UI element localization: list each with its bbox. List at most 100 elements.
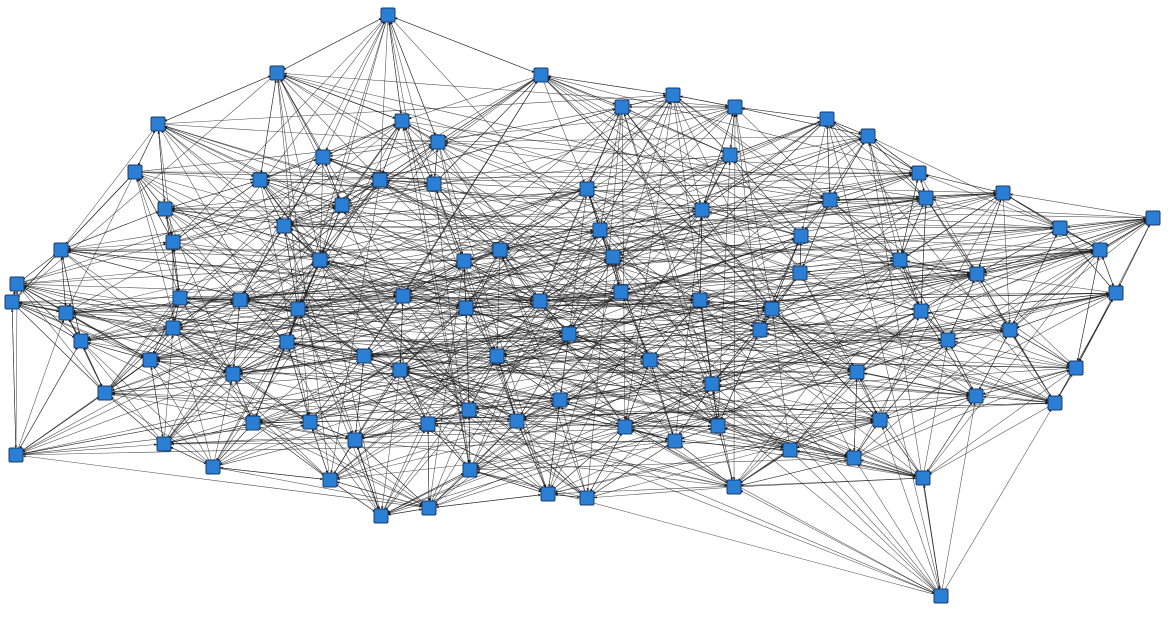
network-node[interactable]	[782, 442, 798, 458]
network-node[interactable]	[692, 292, 708, 308]
network-node[interactable]	[860, 128, 876, 144]
network-node[interactable]	[492, 242, 508, 258]
network-node[interactable]	[592, 222, 608, 238]
network-node[interactable]	[613, 284, 629, 300]
network-node[interactable]	[704, 376, 720, 392]
network-node[interactable]	[245, 415, 261, 431]
network-node[interactable]	[461, 402, 477, 418]
network-node[interactable]	[968, 388, 984, 404]
network-node[interactable]	[918, 190, 934, 206]
network-node[interactable]	[533, 67, 549, 83]
network-node[interactable]	[552, 392, 568, 408]
network-node[interactable]	[458, 300, 474, 316]
network-node[interactable]	[911, 165, 927, 181]
network-node[interactable]	[392, 362, 408, 378]
network-node[interactable]	[1068, 360, 1084, 376]
network-node[interactable]	[579, 181, 595, 197]
network-node[interactable]	[380, 7, 396, 23]
network-node[interactable]	[792, 265, 808, 281]
network-node[interactable]	[726, 479, 742, 495]
network-node[interactable]	[252, 172, 268, 188]
network-node[interactable]	[394, 113, 410, 129]
network-node[interactable]	[915, 470, 931, 486]
network-node[interactable]	[395, 288, 411, 304]
network-node[interactable]	[752, 322, 768, 338]
network-node[interactable]	[372, 172, 388, 188]
network-node[interactable]	[312, 252, 328, 268]
network-node[interactable]	[302, 414, 318, 430]
network-node[interactable]	[426, 176, 442, 192]
network-node[interactable]	[205, 459, 221, 475]
network-node[interactable]	[1047, 395, 1063, 411]
network-node[interactable]	[373, 508, 389, 524]
network-node[interactable]	[665, 87, 681, 103]
network-node[interactable]	[279, 334, 295, 350]
network-node[interactable]	[940, 332, 956, 348]
network-node[interactable]	[462, 462, 478, 478]
network-node[interactable]	[605, 249, 621, 265]
network-node[interactable]	[764, 301, 780, 317]
network-node[interactable]	[913, 303, 929, 319]
edge	[276, 79, 330, 474]
network-node[interactable]	[722, 147, 738, 163]
network-node[interactable]	[420, 416, 436, 432]
network-node[interactable]	[157, 201, 173, 217]
network-node[interactable]	[969, 266, 985, 282]
network-node[interactable]	[849, 364, 865, 380]
network-node[interactable]	[1108, 285, 1124, 301]
edge	[903, 265, 945, 335]
network-node[interactable]	[642, 352, 658, 368]
network-node[interactable]	[456, 253, 472, 269]
network-node[interactable]	[819, 111, 835, 127]
network-node[interactable]	[4, 294, 20, 310]
network-node[interactable]	[73, 333, 89, 349]
network-node[interactable]	[1145, 210, 1161, 226]
network-node[interactable]	[97, 385, 113, 401]
network-node[interactable]	[150, 116, 166, 132]
network-node[interactable]	[617, 419, 633, 435]
network-node[interactable]	[540, 486, 556, 502]
network-node[interactable]	[1002, 322, 1018, 338]
network-node[interactable]	[276, 218, 292, 234]
network-node[interactable]	[165, 234, 181, 250]
network-node[interactable]	[793, 228, 809, 244]
network-node[interactable]	[710, 418, 726, 434]
network-node[interactable]	[315, 149, 331, 165]
network-node[interactable]	[727, 99, 743, 115]
network-node[interactable]	[489, 348, 505, 364]
network-node[interactable]	[667, 433, 683, 449]
network-node[interactable]	[172, 290, 188, 306]
network-node[interactable]	[142, 352, 158, 368]
network-node[interactable]	[579, 490, 595, 506]
network-node[interactable]	[156, 436, 172, 452]
network-node[interactable]	[614, 99, 630, 115]
network-node[interactable]	[58, 305, 74, 321]
network-node[interactable]	[8, 447, 24, 463]
network-node[interactable]	[290, 301, 306, 317]
network-node[interactable]	[1052, 220, 1068, 236]
network-node[interactable]	[933, 588, 949, 604]
network-node[interactable]	[872, 412, 888, 428]
network-node[interactable]	[347, 432, 363, 448]
network-node[interactable]	[225, 366, 241, 382]
network-node[interactable]	[53, 242, 69, 258]
network-node[interactable]	[356, 348, 372, 364]
network-node[interactable]	[334, 197, 350, 213]
network-node[interactable]	[1092, 242, 1108, 258]
network-node[interactable]	[532, 293, 548, 309]
network-node[interactable]	[561, 326, 577, 342]
network-node[interactable]	[421, 500, 437, 516]
network-node[interactable]	[846, 450, 862, 466]
network-node[interactable]	[9, 276, 25, 292]
network-node[interactable]	[232, 292, 248, 308]
network-node[interactable]	[509, 413, 525, 429]
network-node[interactable]	[822, 192, 838, 208]
network-node[interactable]	[269, 65, 285, 81]
network-node[interactable]	[995, 185, 1011, 201]
network-node[interactable]	[694, 202, 710, 218]
network-node[interactable]	[892, 252, 908, 268]
network-node[interactable]	[322, 472, 338, 488]
network-node[interactable]	[430, 134, 446, 150]
network-node[interactable]	[127, 164, 143, 180]
network-node[interactable]	[165, 320, 181, 336]
